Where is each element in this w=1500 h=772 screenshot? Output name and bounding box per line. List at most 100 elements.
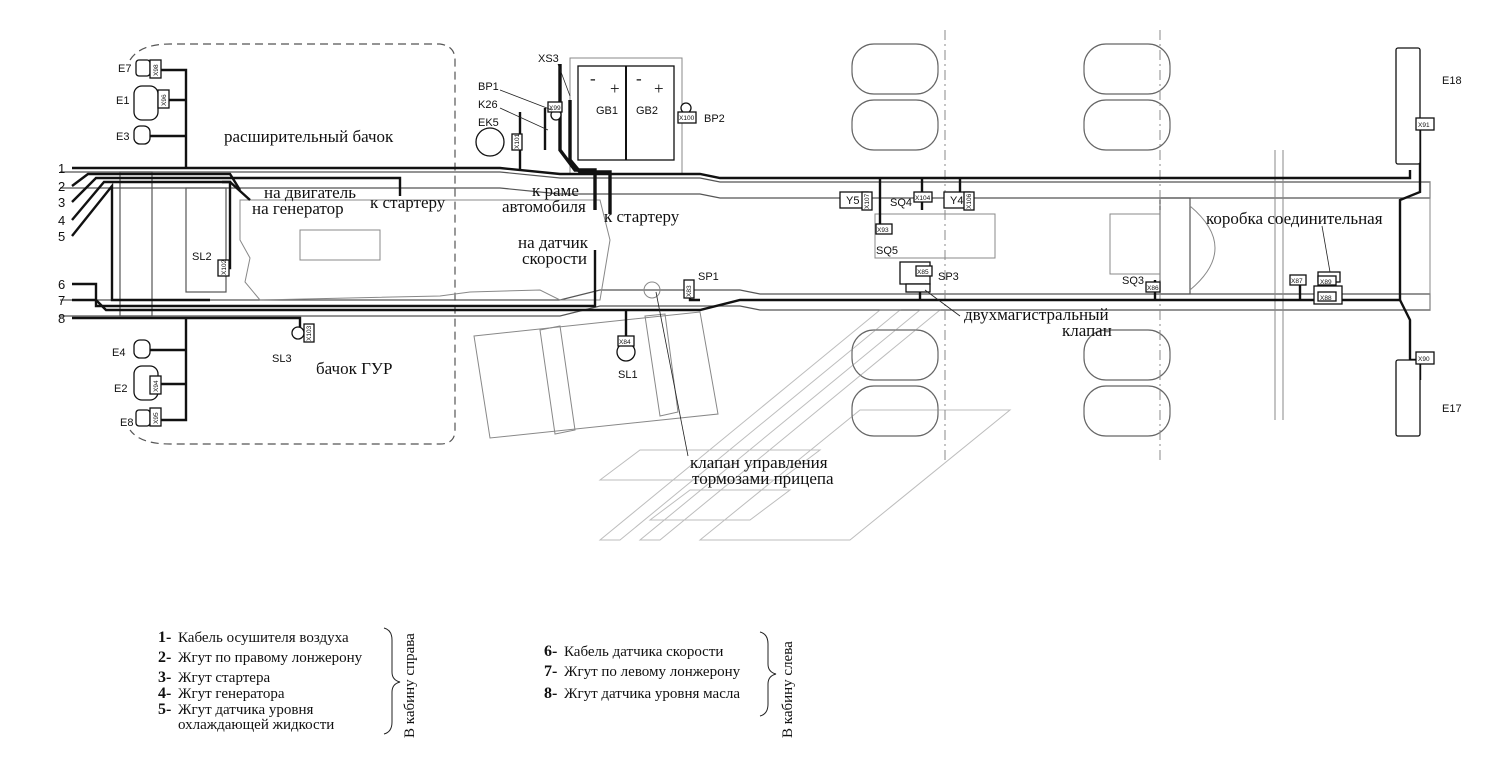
label-E2: E2: [114, 383, 127, 395]
label-SQ3: SQ3: [1122, 275, 1144, 287]
label-E17: E17: [1442, 403, 1462, 415]
connector-X93: X93: [877, 227, 889, 234]
legend-left-group: 6- Кабель датчика скорости 7- Жгут по ле…: [544, 631, 796, 738]
label-XS3: XS3: [538, 53, 559, 65]
legend-right-group: 1- Кабель осушителя воздуха 2- Жгут по п…: [158, 627, 418, 738]
legend-item-text: Жгут стартера: [178, 670, 270, 686]
cab-outline: [129, 43, 456, 445]
annotation-to-engine: на двигатель: [264, 183, 356, 202]
legend-item-num: 5-: [158, 701, 171, 718]
label-SP1: SP1: [698, 271, 719, 283]
connector-X89: X89: [1320, 279, 1332, 286]
connector-X88: X88: [1320, 295, 1332, 302]
legend-item-text: Жгут генератора: [178, 686, 285, 702]
harness-wires: [71, 64, 1422, 422]
label-BP1: BP1: [478, 81, 499, 93]
connector-X102: X102: [221, 259, 228, 275]
legend-item-num: 8-: [544, 685, 557, 702]
connector-X100: X100: [679, 115, 695, 122]
legend-item-num: 6-: [544, 643, 557, 660]
label-E4: E4: [112, 347, 125, 359]
annotation-two-line-valve-2: клапан: [1062, 321, 1112, 340]
legend-item-num: 2-: [158, 649, 171, 666]
connector-X96: X96: [161, 94, 168, 106]
harness-number-2: 2: [58, 179, 65, 194]
label-GB2: GB2: [636, 105, 658, 117]
legend-left-caption: В кабину слева: [780, 641, 796, 738]
lamps-rear: [1395, 47, 1421, 437]
annotation-to-frame-2: автомобиля: [502, 197, 586, 216]
label-SL1: SL1: [618, 369, 638, 381]
component-labels: E7 E1 E3 E4 E2 E8 E18 E17 XS3 BP1 K26 EK…: [112, 53, 1462, 429]
connector-X106: X106: [966, 193, 973, 209]
battery-box: [569, 57, 683, 175]
annotation-two-line-valve-1: двухмагистральный: [964, 305, 1109, 324]
label-SQ5: SQ5: [876, 245, 898, 257]
label-E8: E8: [120, 417, 133, 429]
annotation-junction-box: коробка соединительная: [1206, 209, 1383, 228]
harness-number-5: 5: [58, 229, 65, 244]
annotation-power-steering-tank: бачок ГУР: [316, 359, 392, 378]
legend-item-text: Жгут по правому лонжерону: [178, 650, 363, 666]
harness-number-6: 6: [58, 277, 65, 292]
legend-item-num: 7-: [544, 663, 557, 680]
legend-item-text: Жгут по левому лонжерону: [564, 664, 741, 680]
fuel-tank: [473, 311, 719, 439]
annotation-speed-sensor-2: скорости: [522, 249, 587, 268]
label-GB1: GB1: [596, 105, 618, 117]
label-BP2: BP2: [704, 113, 725, 125]
label-SQ4: SQ4: [890, 197, 912, 209]
legend-item-text: Кабель осушителя воздуха: [178, 630, 349, 646]
battery-plus-1: +: [610, 79, 620, 98]
connector-X95: X95: [153, 412, 160, 424]
label-Y5: Y5: [846, 195, 859, 207]
legend-item-num: 4-: [158, 685, 171, 702]
annotation-expansion-tank: расширительный бачок: [224, 127, 394, 146]
legend-item-text: Жгут датчика уровня: [178, 702, 314, 718]
connector-tags: X98 X96 X99 X100 X101 X102 X103 X94 X95 …: [149, 59, 1435, 427]
annotation-trailer-brake-valve-1: клапан управления: [690, 453, 828, 472]
chassis-frame: [60, 150, 1431, 420]
annotation-to-starter-left: к стартеру: [370, 193, 446, 212]
battery-minus-2: -: [636, 69, 642, 88]
label-E18: E18: [1442, 75, 1462, 87]
engine-outline: [239, 199, 611, 301]
connector-X94: X94: [153, 380, 160, 392]
connector-X103: X103: [306, 325, 313, 341]
harness-number-1: 1: [58, 161, 65, 176]
battery-minus-1: -: [590, 69, 596, 88]
wheels: [851, 30, 1216, 460]
connector-X107: X107: [864, 193, 871, 209]
connector-X91: X91: [1418, 122, 1430, 129]
label-E3: E3: [116, 131, 129, 143]
legend-item-text: Жгут датчика уровня масла: [564, 686, 740, 702]
legend-item-text: Кабель датчика скорости: [564, 644, 723, 660]
connector-X87: X87: [1291, 278, 1303, 285]
connector-X104: X104: [915, 195, 931, 202]
label-SP3: SP3: [938, 271, 959, 283]
label-E1: E1: [116, 95, 129, 107]
annotation-to-starter-right: к стартеру: [604, 207, 680, 226]
connector-X85: X85: [917, 269, 929, 276]
watermark: [598, 309, 1012, 541]
connector-X101: X101: [514, 133, 521, 149]
battery-plus-2: +: [654, 79, 664, 98]
annotations: расширительный бачок на двигатель на ген…: [224, 127, 1383, 488]
harness-number-7: 7: [58, 293, 65, 308]
connector-X86: X86: [1147, 285, 1159, 292]
leader-lines: [499, 63, 1331, 457]
legend-right-caption: В кабину справа: [402, 633, 418, 738]
annotation-speed-sensor-1: на датчик: [518, 233, 589, 252]
sensors: [291, 102, 1343, 362]
annotation-to-frame-1: к раме: [532, 181, 579, 200]
legend-item-continuation: охлаждающей жидкости: [178, 717, 334, 733]
label-EK5: EK5: [478, 117, 499, 129]
connector-X90: X90: [1418, 356, 1430, 363]
connector-X83: X83: [686, 285, 693, 297]
connector-X98: X98: [153, 64, 160, 76]
annotation-to-generator: на генератор: [252, 199, 344, 218]
label-SL3: SL3: [272, 353, 292, 365]
connector-X99: X99: [549, 105, 561, 112]
connector-X84: X84: [619, 339, 631, 346]
